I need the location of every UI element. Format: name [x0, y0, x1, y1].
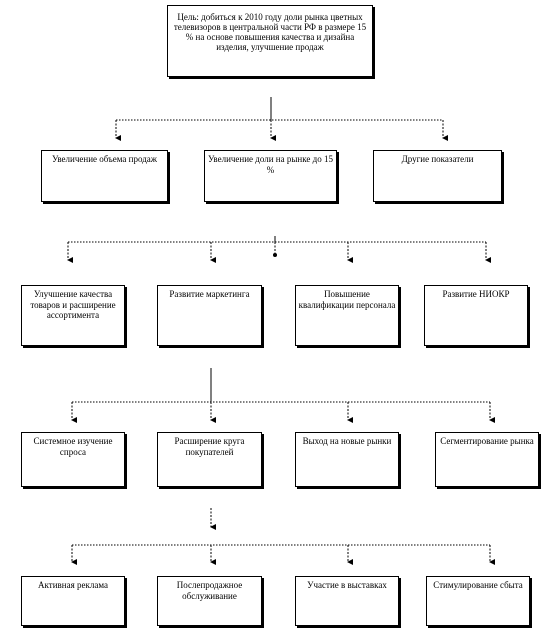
level1-box-sales-volume: Увеличение объема продаж — [41, 150, 168, 202]
level3-text: Расширение круга покупателей — [174, 436, 245, 457]
level3-text: Системное изучение спроса — [33, 436, 113, 457]
level2-text: Повышение квалификации персонала — [298, 289, 396, 310]
level2-text: Улучшение качества товаров и расширение … — [30, 289, 116, 320]
goal-box: Цель: добиться к 2010 году доли рынка цв… — [167, 5, 373, 77]
level4-text: Участие в выставках — [307, 580, 387, 590]
level2-box-rnd: Развитие НИОКР — [424, 285, 528, 346]
level2-text: Развитие маркетинга — [169, 289, 250, 299]
level1-text: Увеличение объема продаж — [52, 154, 157, 164]
level1-text: Другие показатели — [401, 154, 474, 164]
level4-box-advertising: Активная реклама — [21, 576, 125, 626]
level4-box-after-sales: Послепродажное обслуживание — [157, 576, 262, 626]
level2-box-staff-qualification: Повышение квалификации персонала — [295, 285, 399, 346]
level3-box-demand-study: Системное изучение спроса — [21, 432, 125, 487]
level4-text: Активная реклама — [38, 580, 108, 590]
level1-box-market-share: Увеличение доли на рынке до 15 % — [204, 150, 337, 202]
level1-box-other-indicators: Другие показатели — [373, 150, 502, 202]
level2-text: Развитие НИОКР — [442, 289, 510, 299]
level4-box-sales-promotion: Стимулирование сбыта — [426, 576, 530, 626]
level4-text: Стимулирование сбыта — [433, 580, 523, 590]
level4-text: Послепродажное обслуживание — [176, 580, 243, 601]
level3-text: Сегментирование рынка — [440, 436, 534, 446]
level3-box-new-markets: Выход на новые рынки — [295, 432, 399, 487]
level3-box-customer-expansion: Расширение круга покупателей — [157, 432, 262, 487]
level3-box-segmentation: Сегментирование рынка — [435, 432, 539, 487]
level1-text: Увеличение доли на рынке до 15 % — [208, 154, 333, 175]
level2-box-quality-assortment: Улучшение качества товаров и расширение … — [21, 285, 125, 346]
level2-box-marketing: Развитие маркетинга — [157, 285, 262, 346]
level4-box-exhibitions: Участие в выставках — [295, 576, 399, 626]
goal-text: Цель: добиться к 2010 году доли рынка цв… — [173, 12, 367, 52]
level3-text: Выход на новые рынки — [302, 436, 392, 446]
